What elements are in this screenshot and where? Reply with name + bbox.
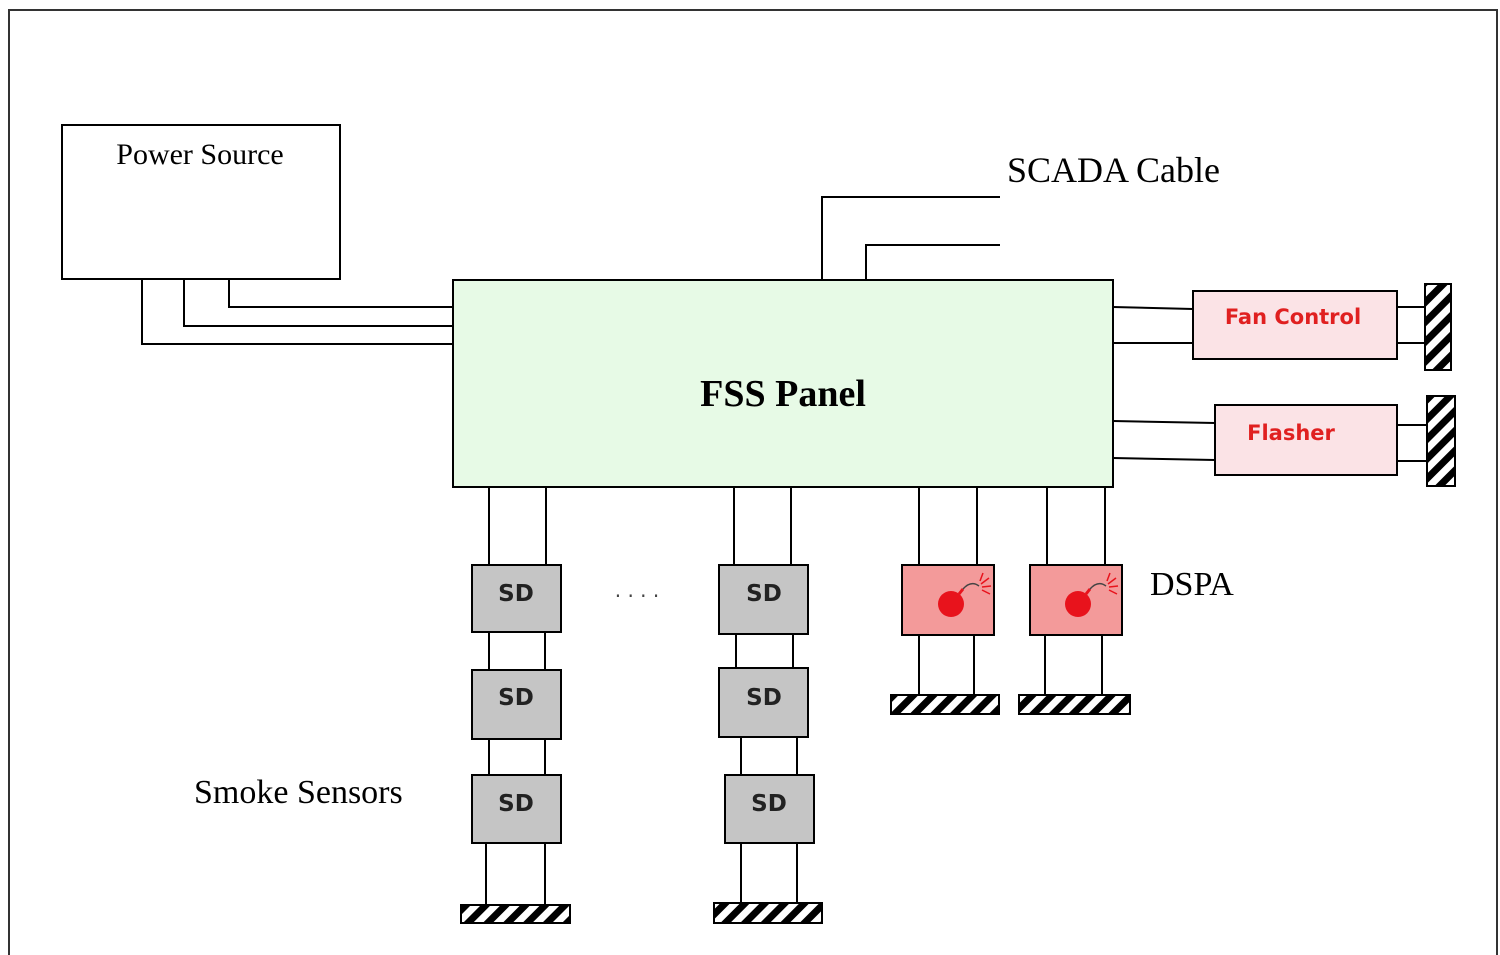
dspa-wires [918, 487, 1106, 695]
sensor-chain-2-ground [713, 902, 823, 924]
flasher-ground [1426, 395, 1456, 487]
fan-control-ground [1424, 283, 1452, 371]
flasher-label: Flasher [1247, 421, 1335, 445]
scada-cable-wires [821, 196, 1000, 280]
smoke-sensor-label: SD [498, 791, 534, 817]
flasher-box [1214, 404, 1398, 476]
smoke-sensor-2c [724, 774, 815, 844]
power-wires [141, 279, 453, 345]
fss-panel-label: FSS Panel [700, 373, 866, 415]
fan-control-wires [1112, 306, 1425, 344]
smoke-sensor-1c [471, 774, 562, 844]
smoke-sensor-label: SD [498, 581, 534, 607]
dspa-1-ground [890, 694, 1000, 715]
fan-control-label: Fan Control [1225, 305, 1361, 329]
flasher-wires [1112, 420, 1427, 462]
dspa-2-ground [1018, 694, 1131, 715]
fan-control-box [1192, 290, 1398, 360]
fss-panel [452, 279, 1114, 488]
dspa-label: DSPA [1150, 566, 1234, 603]
scada-cable-label: SCADA Cable [1007, 150, 1220, 190]
smoke-sensor-2a [718, 564, 809, 635]
sensor-chain-1-ground [460, 904, 571, 924]
sensor-ellipsis: . . . . [615, 578, 660, 602]
sensor-chain-2-wires [733, 487, 798, 903]
power-source-label: Power Source [116, 138, 283, 171]
smoke-sensor-1a [471, 564, 562, 633]
smoke-sensor-label: SD [498, 685, 534, 711]
smoke-sensor-1b [471, 669, 562, 740]
smoke-sensor-label: SD [746, 581, 782, 607]
sensor-chain-1-wires [485, 487, 547, 905]
smoke-sensor-label: SD [746, 685, 782, 711]
power-source-box [61, 124, 341, 280]
smoke-sensors-label: Smoke Sensors [194, 774, 403, 811]
smoke-sensor-2b [718, 667, 809, 738]
smoke-sensor-label: SD [751, 791, 787, 817]
